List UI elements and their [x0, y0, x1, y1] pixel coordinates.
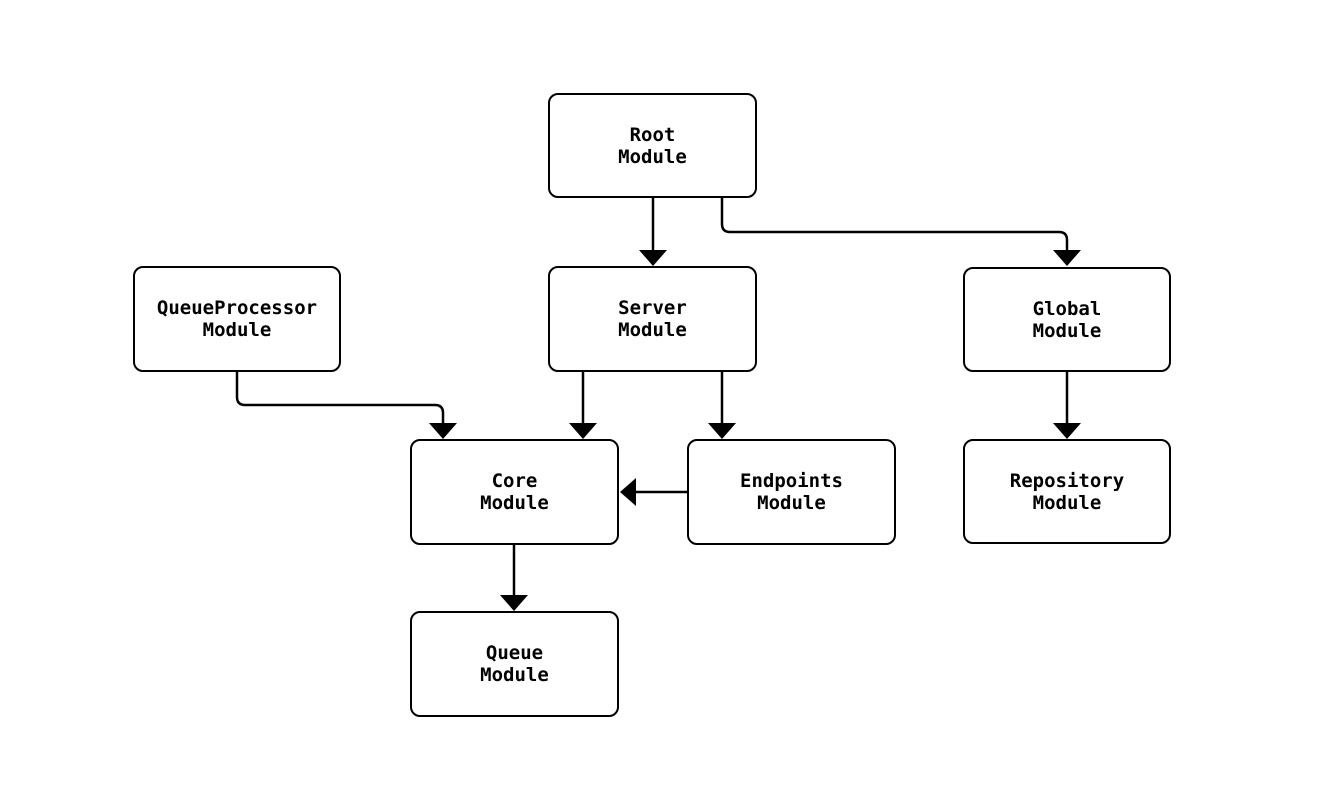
node-endpoints-module-label: Endpoints Module: [740, 470, 843, 514]
node-core-module-label: Core Module: [480, 470, 549, 514]
node-endpoints-module: Endpoints Module: [687, 439, 896, 545]
edge-root-to-global: [720, 198, 1081, 266]
node-root-module: Root Module: [548, 93, 757, 198]
node-server-module-label: Server Module: [618, 297, 687, 341]
edge-queueprocessor-to-core: [235, 372, 457, 439]
node-core-module: Core Module: [410, 439, 619, 545]
node-queueprocessor-module-label: QueueProcessor Module: [156, 297, 318, 341]
node-queue-module-label: Queue Module: [480, 642, 549, 686]
node-server-module: Server Module: [548, 266, 757, 372]
node-root-module-label: Root Module: [618, 123, 687, 168]
node-global-module: Global Module: [963, 267, 1171, 372]
node-queueprocessor-module: QueueProcessor Module: [133, 266, 341, 372]
node-repository-module-label: Repository Module: [1009, 469, 1125, 514]
node-repository-module: Repository Module: [963, 439, 1171, 544]
node-queue-module: Queue Module: [410, 611, 619, 717]
node-global-module-label: Global Module: [1032, 297, 1102, 342]
